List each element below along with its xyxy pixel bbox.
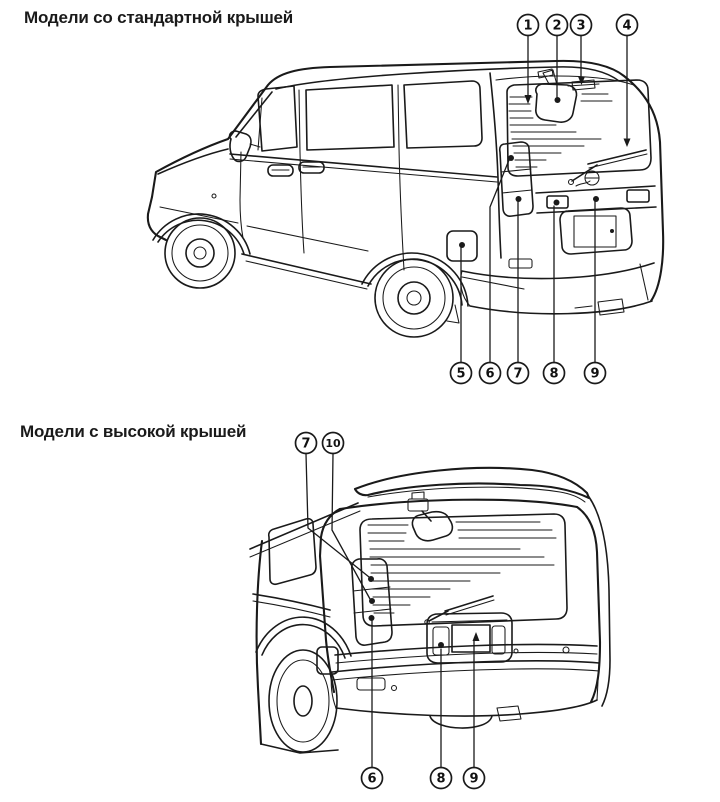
callout-10: 10 bbox=[321, 431, 345, 455]
svg-text:5: 5 bbox=[456, 367, 465, 382]
svg-text:1: 1 bbox=[523, 19, 532, 34]
callout-3: 3 bbox=[569, 13, 593, 37]
license-plate-recess bbox=[559, 207, 633, 255]
svg-text:4: 4 bbox=[622, 19, 631, 34]
side-mirror bbox=[228, 130, 261, 163]
callout-2: 2 bbox=[545, 13, 569, 37]
high-roof-diagram: 7 10 6 8 9 bbox=[249, 431, 611, 790]
defroster-lines bbox=[508, 93, 613, 168]
svg-text:9: 9 bbox=[469, 772, 478, 787]
callout-8: 8 bbox=[542, 361, 566, 385]
section-title-high-roof: Модели с высокой крышей bbox=[20, 422, 247, 441]
callout-5: 5 bbox=[449, 361, 473, 385]
van-high-roof bbox=[249, 466, 611, 754]
front-wheel bbox=[152, 213, 251, 289]
svg-text:7: 7 bbox=[513, 367, 522, 382]
svg-text:9: 9 bbox=[590, 367, 599, 382]
section-title-standard-roof: Модели со стандартной крышей bbox=[24, 8, 294, 27]
leader-lines bbox=[459, 35, 631, 363]
emblem bbox=[584, 170, 600, 186]
callout-1: 1 bbox=[516, 13, 540, 37]
window-bracket bbox=[567, 79, 600, 91]
callout-8: 8 bbox=[429, 766, 453, 790]
high-mount-stop-lamp bbox=[407, 491, 454, 542]
van-standard-roof bbox=[146, 59, 665, 338]
rear-window bbox=[506, 79, 652, 177]
callouts-standard: 1 2 3 4 5 6 7 8 9 bbox=[449, 13, 639, 385]
svg-text:3: 3 bbox=[576, 19, 585, 34]
defroster-lines bbox=[367, 521, 557, 614]
standard-roof-diagram: 1 2 3 4 5 6 7 8 9 bbox=[146, 13, 665, 385]
callout-6: 6 bbox=[360, 766, 384, 790]
fuel-door bbox=[446, 230, 478, 262]
svg-text:7: 7 bbox=[301, 437, 310, 452]
rear-wiper bbox=[424, 595, 495, 625]
side-windows bbox=[257, 80, 483, 152]
callout-4: 4 bbox=[615, 13, 639, 37]
leader-lines bbox=[305, 453, 480, 768]
rear-wheel bbox=[255, 616, 352, 753]
tail-lamp bbox=[498, 141, 534, 217]
svg-text:6: 6 bbox=[367, 772, 376, 787]
callout-6: 6 bbox=[478, 361, 502, 385]
callout-7: 7 bbox=[294, 431, 318, 455]
svg-text:8: 8 bbox=[436, 772, 445, 787]
callouts-high: 7 10 6 8 9 bbox=[294, 431, 486, 790]
svg-text:8: 8 bbox=[549, 367, 558, 382]
door-seams bbox=[211, 84, 405, 271]
rear-face bbox=[489, 72, 635, 259]
rear-wiper bbox=[567, 149, 648, 187]
license-plate bbox=[451, 624, 491, 653]
roof-spoiler bbox=[353, 466, 591, 503]
door-handles bbox=[267, 161, 325, 177]
rear-window bbox=[359, 513, 568, 627]
body-outline bbox=[146, 59, 665, 303]
callout-9: 9 bbox=[462, 766, 486, 790]
svg-text:2: 2 bbox=[552, 19, 561, 34]
callout-7: 7 bbox=[506, 361, 530, 385]
rear-bumper bbox=[330, 660, 600, 729]
rear-wheel bbox=[361, 252, 469, 338]
side-panel bbox=[249, 502, 361, 754]
callout-9: 9 bbox=[583, 361, 607, 385]
svg-text:6: 6 bbox=[485, 367, 494, 382]
svg-text:10: 10 bbox=[325, 437, 341, 450]
license-garnish bbox=[426, 612, 570, 664]
high-mount-stop-lamp bbox=[535, 68, 578, 123]
rear-bumper bbox=[460, 258, 655, 316]
